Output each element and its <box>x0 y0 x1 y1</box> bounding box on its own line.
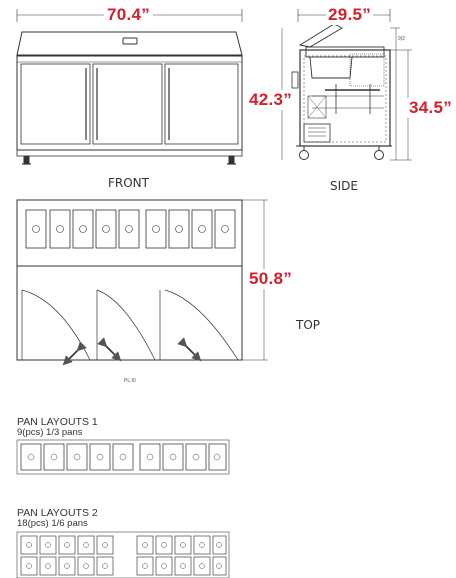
side-small-dimension: 9|2 <box>398 36 405 42</box>
side-view-drawing <box>281 9 412 161</box>
front-view-drawing <box>16 9 243 165</box>
front-view-label: FRONT <box>108 176 149 190</box>
pan-layout-2-subtitle: 18(pcs) 1/6 pans <box>17 518 88 529</box>
top-depth-dimension: 50.8” <box>247 269 295 289</box>
pan-layout-1-title: PAN LAYOUTS 1 <box>17 416 98 428</box>
side-total-height-dimension: 42.3” <box>247 90 295 110</box>
side-depth-dimension: 29.5” <box>326 5 374 25</box>
pan-layout-2-diagram <box>16 531 230 578</box>
pan-layout-1-heading: PAN LAYOUTS 1 9(pcs) 1/3 pans <box>17 417 98 438</box>
pan-layout-1-diagram <box>16 439 230 475</box>
pan-layout-1-subtitle: 9(pcs) 1/3 pans <box>17 427 83 438</box>
top-view-pans <box>25 209 236 249</box>
pan-layout-2-title: PAN LAYOUTS 2 <box>17 507 98 519</box>
pan-layout-2-heading: PAN LAYOUTS 2 18(pcs) 1/6 pans <box>17 508 98 529</box>
top-view-label: TOP <box>296 318 321 332</box>
side-view-label: SIDE <box>330 179 358 193</box>
side-counter-height-dimension: 34.5” <box>407 98 455 118</box>
top-view-drawing <box>16 199 268 366</box>
front-width-dimension: 70.4” <box>104 5 154 25</box>
top-view-note: PL.I0 <box>124 378 136 384</box>
